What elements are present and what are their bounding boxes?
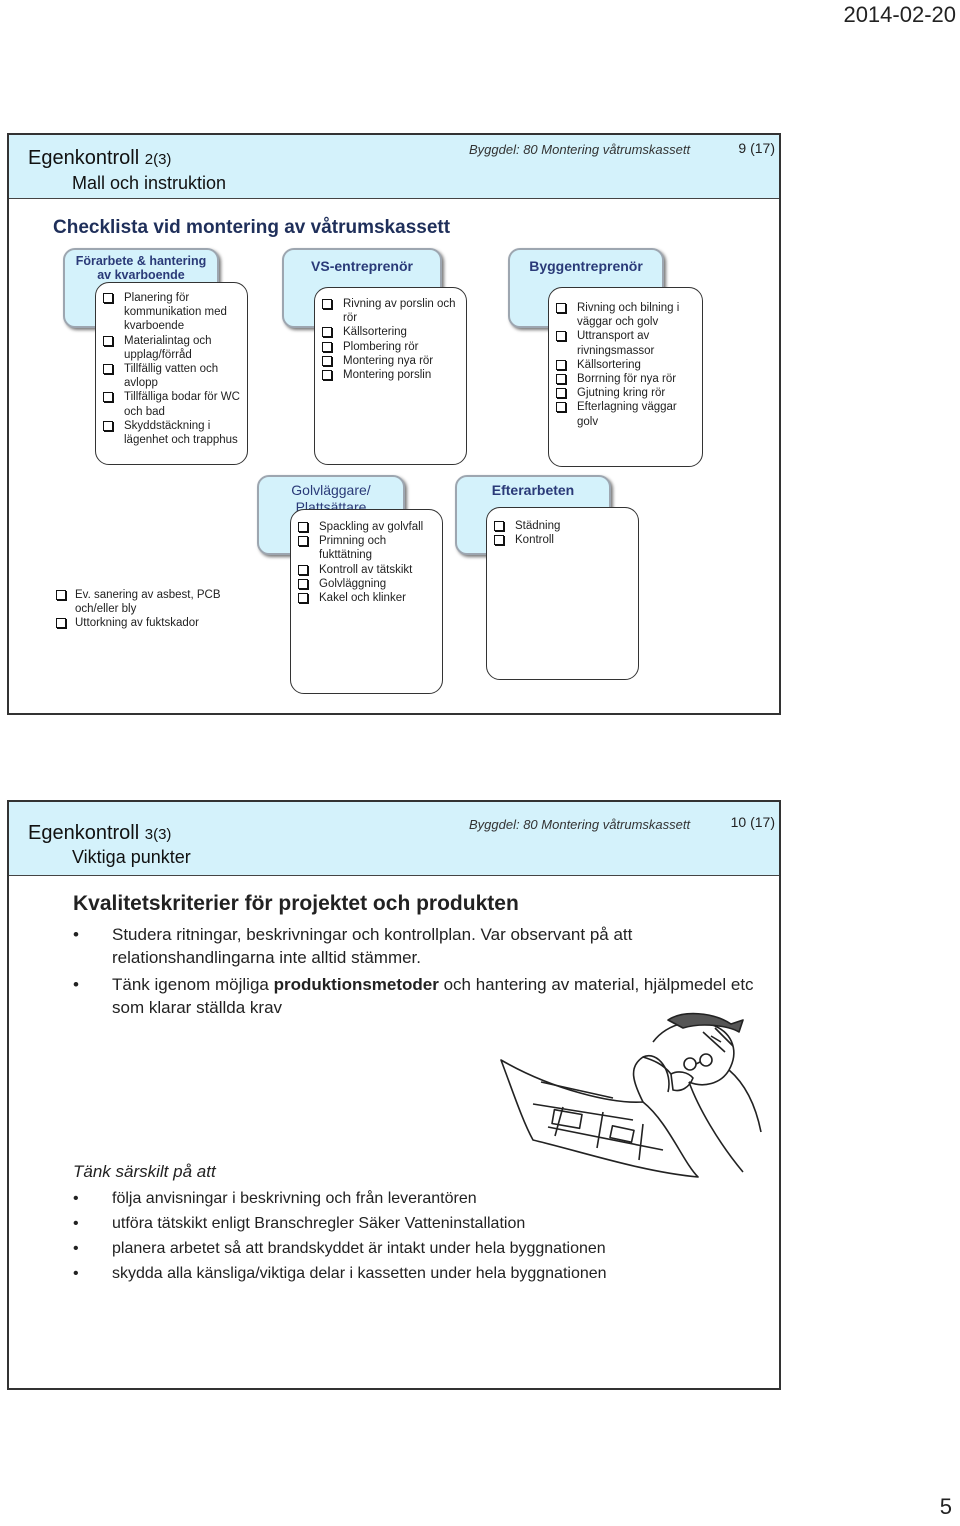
- quality-bullets: Studera ritningar, beskrivningar och kon…: [73, 923, 763, 1023]
- checklist-item: Rivning och bilning i väggar och golv: [553, 301, 698, 329]
- tab-vs-label: VS-entreprenör: [311, 258, 413, 274]
- checklist-item: Tillfällig vatten och avlopp: [100, 362, 241, 390]
- slide-subtitle: Mall och instruktion: [72, 173, 227, 193]
- slide-title: Egenkontroll 2(3): [28, 147, 171, 170]
- tab-forarbete-line1: Förarbete & hantering: [75, 254, 207, 268]
- think-heading: Tänk särskilt på att: [73, 1162, 216, 1181]
- checklist-item: Montering nya rör: [319, 354, 462, 368]
- checklist-item: Skyddstäckning i lägenhet och trapphus: [100, 419, 241, 447]
- forarbete-checklist-box: Planering för kommunikation med kvarboen…: [95, 282, 248, 465]
- think-bullets: följa anvisningar i beskrivning och från…: [73, 1186, 607, 1286]
- checklist-item: Materialintag och upplag/förråd: [100, 334, 241, 362]
- bullet-item: följa anvisningar i beskrivning och från…: [73, 1186, 607, 1211]
- checklist-item: Städning: [491, 519, 634, 533]
- worker-with-drawing-illustration: [500, 1012, 762, 1178]
- bullet-item: planera arbetet så att brandskyddet är i…: [73, 1236, 607, 1261]
- slide-header: Egenkontroll 3(3) Viktiga punkter Byggde…: [9, 802, 779, 876]
- document-date: 2014-02-20: [843, 2, 956, 27]
- slide-page-number: 9 (17): [738, 140, 775, 156]
- golv-checklist: Spackling av golvfall Primning och fuktt…: [295, 520, 438, 605]
- checklist-item: Kontroll: [491, 533, 634, 547]
- checklist-item: Golvläggning: [295, 577, 438, 591]
- checklist-item: Uttorkning av fuktskador: [53, 616, 223, 630]
- slide-page-number: 10 (17): [730, 814, 775, 830]
- slide-9: Egenkontroll 2(3) Mall och instruktion B…: [7, 133, 781, 715]
- checklist-item: Efterlagning väggar golv: [553, 400, 698, 428]
- checklist-item: Rivning av porslin och rör: [319, 297, 462, 325]
- tab-golv-line1: Golvläggare/: [291, 482, 371, 498]
- checklist-item: Montering porslin: [319, 368, 462, 382]
- extra-checklist: Ev. sanering av asbest, PCB och/eller bl…: [53, 588, 223, 631]
- checklist-item: Primning och fukttätning: [295, 534, 438, 562]
- bygg-checklist: Rivning och bilning i väggar och golv Ut…: [553, 301, 698, 429]
- slide-header: Egenkontroll 2(3) Mall och instruktion B…: [9, 135, 779, 199]
- checklist-item: Kontroll av tätskikt: [295, 563, 438, 577]
- slide-title-main: Egenkontroll: [28, 147, 140, 169]
- quality-criteria-heading: Kvalitetskriterier för projektet och pro…: [73, 892, 519, 915]
- bullet-emphasis: produktionsmetoder: [273, 975, 439, 994]
- checklist-item: Plombering rör: [319, 340, 462, 354]
- golv-checklist-box: Spackling av golvfall Primning och fuktt…: [290, 509, 443, 694]
- checklist-item: Borrning för nya rör: [553, 372, 698, 386]
- tab-efter-label: Efterarbeten: [491, 482, 575, 498]
- slide-title-main: Egenkontroll: [28, 822, 140, 844]
- bullet-item: Tänk igenom möjliga produktionsmetoder o…: [73, 973, 763, 1019]
- forarbete-checklist: Planering för kommunikation med kvarboen…: [100, 291, 241, 447]
- checklist-item: Kakel och klinker: [295, 591, 438, 605]
- checklist-title: Checklista vid montering av våtrumskasse…: [53, 217, 451, 238]
- slide-10: Egenkontroll 3(3) Viktiga punkter Byggde…: [7, 800, 781, 1390]
- bullet-item: Studera ritningar, beskrivningar och kon…: [73, 923, 763, 969]
- bullet-item: skydda alla känsliga/viktiga delar i kas…: [73, 1261, 607, 1286]
- bullet-item: utföra tätskikt enligt Branschregler Säk…: [73, 1211, 607, 1236]
- slide-title-number: 3(3): [144, 826, 172, 843]
- bygg-checklist-box: Rivning och bilning i väggar och golv Ut…: [548, 287, 703, 467]
- tab-bygg-label: Byggentreprenör: [529, 258, 643, 274]
- checklist-item: Tillfälliga bodar för WC och bad: [100, 390, 241, 418]
- slide-subtitle: Viktiga punkter: [72, 847, 191, 867]
- checklist-item: Spackling av golvfall: [295, 520, 438, 534]
- checklist-item: Ev. sanering av asbest, PCB och/eller bl…: [53, 588, 223, 616]
- bullet-text: och hantering av material, hjälpmedel et…: [112, 975, 754, 1017]
- efter-checklist-box: Städning Kontroll: [486, 507, 639, 680]
- bullet-text: Tänk igenom möjliga: [112, 975, 274, 994]
- checklist-item: Källsortering: [319, 325, 462, 339]
- efter-checklist: Städning Kontroll: [491, 519, 634, 547]
- tab-forarbete-line2: av kvarboende: [97, 268, 185, 282]
- slide-meta: Byggdel: 80 Montering våtrumskassett: [469, 817, 691, 832]
- slide-title-number: 2(3): [144, 151, 172, 168]
- vs-checklist: Rivning av porslin och rör Källsortering…: [319, 297, 462, 382]
- checklist-item: Uttransport av rivningsmassor: [553, 329, 698, 357]
- page-number: 5: [939, 1494, 952, 1519]
- checklist-item: Källsortering: [553, 358, 698, 372]
- checklist-item: Gjutning kring rör: [553, 386, 698, 400]
- slide-title: Egenkontroll 3(3): [28, 822, 171, 845]
- slide-meta: Byggdel: 80 Montering våtrumskassett: [469, 142, 691, 157]
- vs-checklist-box: Rivning av porslin och rör Källsortering…: [314, 287, 467, 465]
- checklist-item: Planering för kommunikation med kvarboen…: [100, 291, 241, 334]
